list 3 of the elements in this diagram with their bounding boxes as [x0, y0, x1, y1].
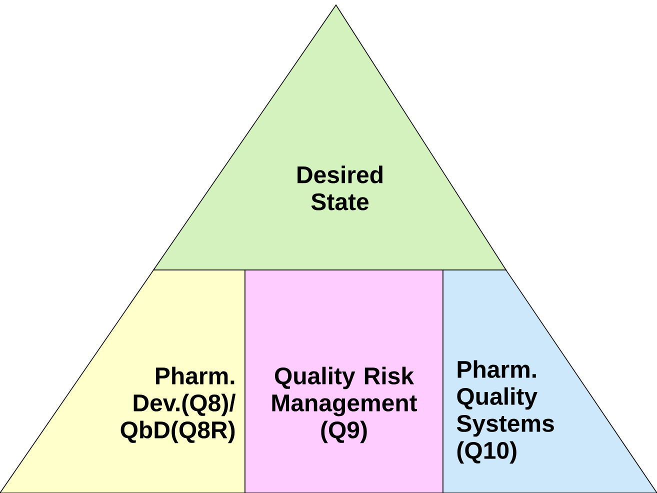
left-section: Pharm. Dev.(Q8)/ QbD(Q8R) [0, 270, 246, 493]
center-section: Quality Risk Management (Q9) [244, 270, 444, 493]
right-section: Pharm. Quality Systems (Q10) [442, 270, 657, 493]
